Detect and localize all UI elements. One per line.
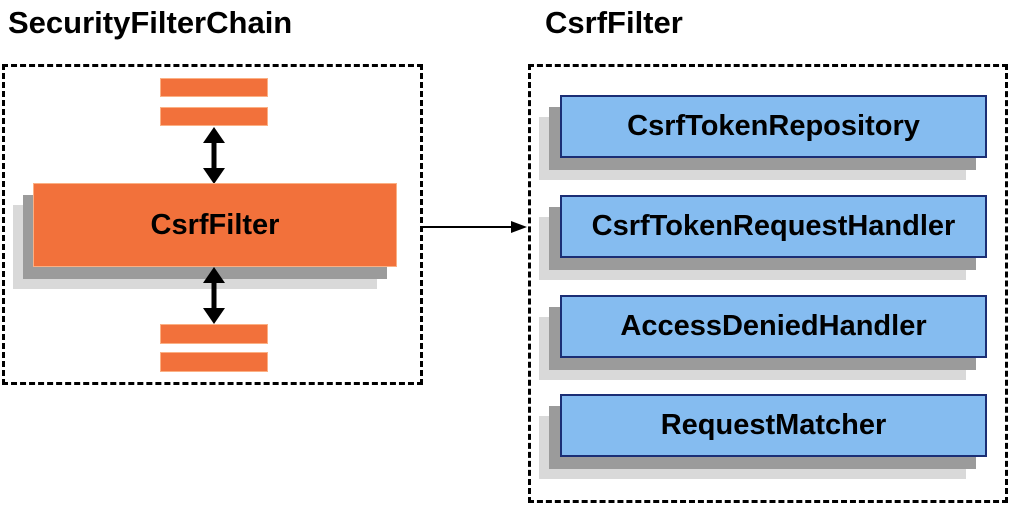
arrow-up-head: [203, 127, 225, 143]
security-filter-chain-boundary: [2, 64, 423, 385]
filter-placeholder-bar: [160, 78, 268, 97]
arrow-right-head: [511, 221, 527, 233]
arrow-shaft: [211, 280, 217, 311]
component-node-label: CsrfTokenRepository: [627, 110, 920, 142]
component-node-request-matcher: RequestMatcher: [560, 394, 987, 457]
component-node-label: CsrfTokenRequestHandler: [591, 210, 956, 242]
bidirectional-arrow-icon: [203, 267, 225, 324]
csrf-filter-boundary: [528, 64, 1008, 503]
arrow-down-head: [203, 168, 225, 184]
component-node-csrf-token-request-handler: CsrfTokenRequestHandler: [560, 195, 987, 258]
component-node-access-denied-handler: AccessDeniedHandler: [560, 295, 987, 358]
component-node-csrf-token-repository: CsrfTokenRepository: [560, 95, 987, 158]
arrow-right-icon: [423, 221, 527, 234]
component-node-label: RequestMatcher: [660, 409, 887, 441]
arrow-down-head: [203, 308, 225, 324]
arrow-shaft: [211, 140, 217, 171]
csrf-filter-node-label: CsrfFilter: [150, 208, 280, 241]
filter-placeholder-bar: [160, 107, 268, 126]
csrf-filter-title: CsrfFilter: [545, 5, 683, 40]
filter-placeholder-bar: [160, 324, 268, 344]
bidirectional-arrow-icon: [203, 127, 225, 184]
arrow-up-head: [203, 267, 225, 283]
csrf-filter-node: CsrfFilter: [33, 183, 397, 267]
arrow-shaft: [423, 226, 513, 228]
component-node-label: AccessDeniedHandler: [620, 310, 927, 342]
filter-placeholder-bar: [160, 352, 268, 372]
security-filter-chain-title: SecurityFilterChain: [8, 5, 293, 40]
